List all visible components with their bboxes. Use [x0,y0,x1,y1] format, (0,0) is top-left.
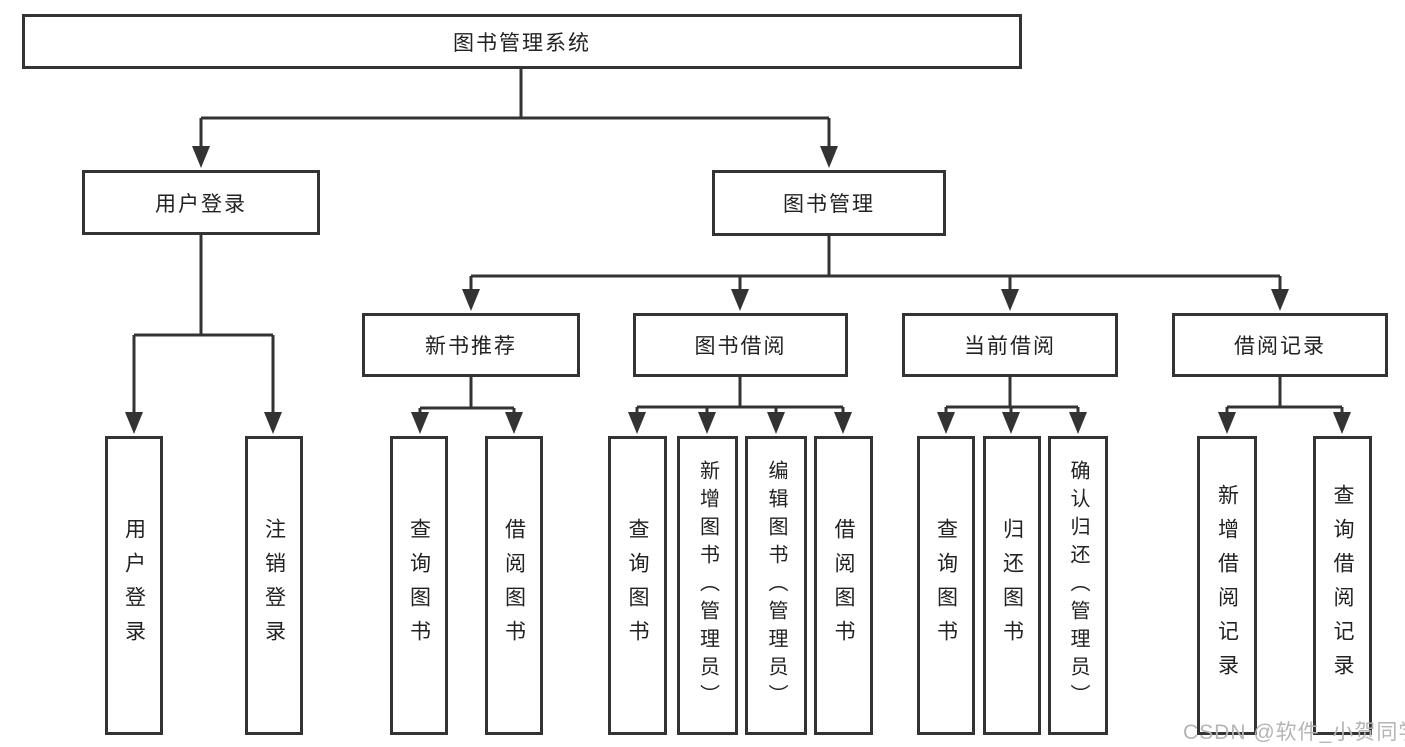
connector-new-book [418,377,516,414]
leaf-borrow-borrow-books-label: 借阅图书 [832,517,856,654]
node-library-system-label: 图书管理系统 [453,31,591,55]
leaf-borrow-query-books: 查询图书 [608,436,667,735]
leaf-current-confirm-return-admin-label: 确认归还（管理员） [1067,459,1089,712]
leaf-records-add-record: 新增借阅记录 [1197,436,1257,735]
node-book-borrow-label: 图书借阅 [694,335,787,358]
leaf-newbook-query-books-label: 查询图书 [407,517,431,654]
leaf-newbook-borrow-books: 借阅图书 [485,436,543,735]
node-book-borrow: 图书借阅 [633,313,848,377]
leaf-current-query-books-label: 查询图书 [934,517,958,654]
connector-borrow-records [1225,377,1344,414]
connector-book-borrow [635,377,845,414]
leaf-newbook-borrow-books-label: 借阅图书 [502,517,526,654]
leaf-newbook-query-books: 查询图书 [390,436,448,735]
leaf-logout: 注销登录 [245,436,303,735]
leaf-user-login-label: 用户登录 [122,517,146,654]
connector-user-login [132,235,275,413]
node-book-management-label: 图书管理 [783,193,875,216]
leaf-current-return-books-label: 归还图书 [1000,517,1024,654]
leaf-borrow-borrow-books: 借阅图书 [814,436,873,735]
leaf-records-query-record-label: 查询借阅记录 [1331,483,1355,688]
node-library-system: 图书管理系统 [22,14,1022,69]
connector-book-management [469,235,1282,290]
leaf-records-query-record: 查询借阅记录 [1313,436,1372,735]
watermark: CSDN @软件_小贺同学 [1183,721,1405,744]
node-book-management: 图书管理 [712,170,946,236]
node-new-book-recommend-label: 新书推荐 [425,335,517,358]
leaf-current-confirm-return-admin: 确认归还（管理员） [1048,436,1108,735]
leaf-borrow-add-books-admin-label: 新增图书（管理员） [696,459,719,712]
node-borrow-records-label: 借阅记录 [1234,335,1326,358]
node-user-login-label: 用户登录 [155,192,247,216]
leaf-user-login: 用户登录 [105,436,163,735]
node-new-book-recommend: 新书推荐 [362,313,580,377]
leaf-borrow-query-books-label: 查询图书 [626,517,650,654]
leaf-logout-label: 注销登录 [262,517,286,654]
leaf-borrow-edit-books-admin: 编辑图书（管理员） [745,436,807,735]
leaf-borrow-edit-books-admin-label: 编辑图书（管理员） [765,459,787,712]
connector-current-borrow [944,377,1080,414]
node-current-borrow: 当前借阅 [902,313,1118,377]
leaf-borrow-add-books-admin: 新增图书（管理员） [677,436,738,735]
leaf-current-return-books: 归还图书 [983,436,1041,735]
leaf-current-query-books: 查询图书 [917,436,975,735]
connector-root [199,69,831,147]
node-borrow-records: 借阅记录 [1172,313,1388,377]
node-user-login: 用户登录 [82,170,320,235]
leaf-records-add-record-label: 新增借阅记录 [1215,483,1239,688]
node-current-borrow-label: 当前借阅 [964,335,1056,358]
